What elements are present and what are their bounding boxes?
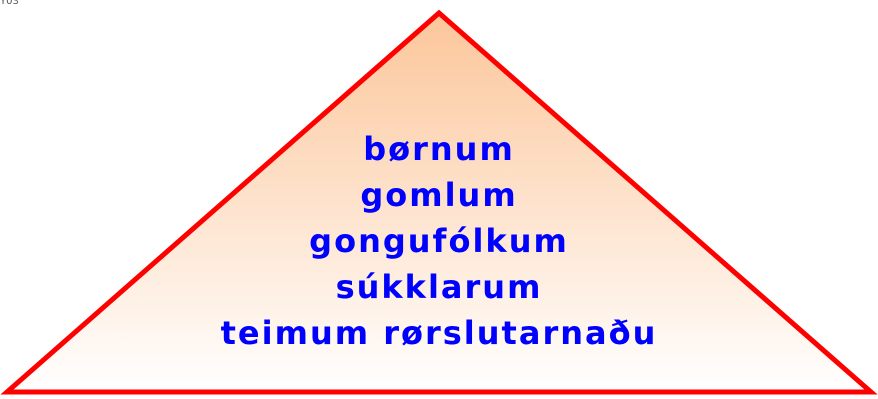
pyramid-word: gomlum xyxy=(360,176,518,214)
pyramid-word: teimum rørslutarnaðu xyxy=(220,314,658,352)
pyramid-word-list: børnum gomlum gongufólkum súkklarum teimum r… xyxy=(0,126,878,356)
pyramid-word: súkklarum xyxy=(335,268,543,306)
corner-label: Y03 xyxy=(0,0,19,7)
pyramid-triangle xyxy=(0,9,878,395)
pyramid-word: børnum xyxy=(363,130,515,168)
pyramid-word: gongufólkum xyxy=(309,222,569,260)
